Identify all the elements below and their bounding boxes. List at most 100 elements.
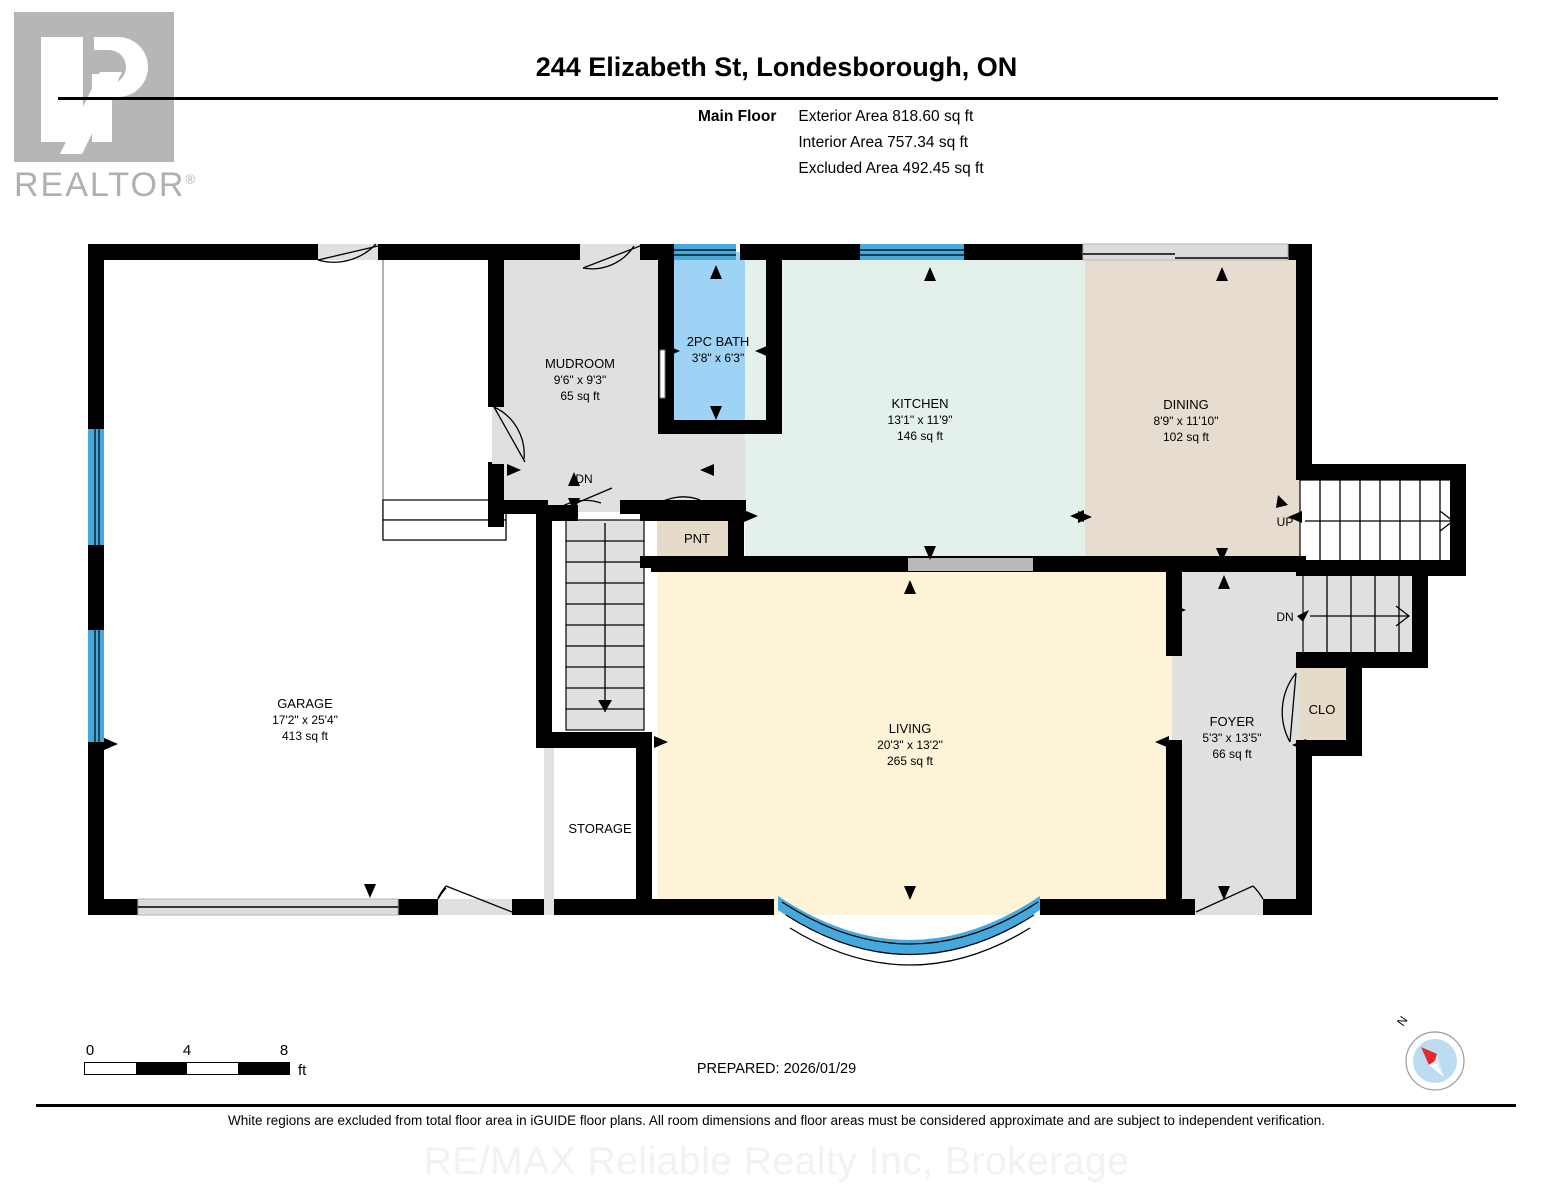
- wall-bath-right: [766, 252, 782, 432]
- scale-bar-segments: [84, 1062, 290, 1075]
- dimension-arrows: [104, 265, 1309, 900]
- page-title: 244 Elizabeth St, Londesborough, ON: [535, 52, 1018, 82]
- svg-text:102 sq ft: 102 sq ft: [1163, 430, 1210, 444]
- garage-inner-slab: [382, 251, 507, 541]
- svg-text:9'6" x 9'3": 9'6" x 9'3": [554, 373, 606, 387]
- room-label-clo: CLO: [1309, 702, 1336, 717]
- room-fill-living: [657, 567, 1172, 915]
- realtor-logo: REALTOR®: [14, 12, 209, 207]
- stairs-foyer-up: [1299, 479, 1464, 564]
- door-mudroom-top: [580, 244, 641, 270]
- window-garage-left-2: [88, 630, 104, 742]
- storage-edge-strip: [544, 748, 554, 915]
- wall-stairwell-bottom: [1296, 560, 1466, 576]
- opening-kitchen-living: [908, 558, 1033, 571]
- svg-text:5'3" x 13'5": 5'3" x 13'5": [1202, 731, 1261, 745]
- bay-window-living: [778, 896, 1040, 966]
- disclaimer-text: White regions are excluded from total fl…: [227, 1113, 1326, 1128]
- prepared-date: PREPARED: 2026/01/29: [696, 1061, 857, 1077]
- interior-area: Interior Area 757.34 sq ft: [798, 134, 969, 151]
- wall-top-seg3: [740, 244, 862, 260]
- wall-clo-bottom: [1296, 740, 1362, 756]
- wall-exterior-right-upper: [1296, 244, 1312, 472]
- svg-text:MUDROOM: MUDROOM: [545, 356, 615, 371]
- svg-text:413 sq ft: 413 sq ft: [282, 729, 329, 743]
- wall-living-right-b: [1166, 740, 1182, 915]
- svg-text:GARAGE: GARAGE: [277, 696, 333, 711]
- scale-tick-0: 0: [85, 1042, 95, 1059]
- registered-mark: ®: [185, 171, 198, 187]
- sliding-door-dining: [1082, 243, 1289, 261]
- room-label-storage: STORAGE: [568, 821, 632, 836]
- wall-bath-bottom: [658, 420, 782, 434]
- wall-stairwell-top: [1296, 464, 1466, 480]
- brokerage-watermark: RE/MAX Reliable Realty Inc, Brokerage: [423, 1140, 1130, 1183]
- svg-text:3'8" x 6'3": 3'8" x 6'3": [692, 351, 744, 365]
- wall-exterior-left-b: [88, 545, 104, 630]
- room-label-foyer: FOYER 5'3" x 13'5" 66 sq ft: [1202, 714, 1261, 761]
- stair-label-dn-mudroom: DN: [575, 472, 592, 486]
- svg-text:65 sq ft: 65 sq ft: [560, 389, 600, 403]
- wall-clo-right: [1346, 652, 1362, 756]
- window-garage-left-1: [88, 429, 104, 545]
- door-foyer-front: [1195, 885, 1264, 915]
- wall-stair-bottom: [536, 732, 652, 748]
- floor-label: Main Floor: [698, 108, 777, 125]
- door-garage-top: [317, 243, 379, 263]
- room-fill-clo: [1300, 668, 1355, 746]
- svg-text:2PC BATH: 2PC BATH: [687, 334, 750, 349]
- svg-text:LIVING: LIVING: [889, 721, 932, 736]
- window-bath-top: [674, 244, 736, 260]
- scale-unit: ft: [298, 1062, 307, 1079]
- garage-slab-step-1: [382, 499, 507, 521]
- realtor-r-mark: [14, 12, 174, 162]
- svg-text:265 sq ft: 265 sq ft: [887, 754, 934, 768]
- wall-exterior-top: [88, 244, 318, 260]
- room-label-dining: DINING 8'9" x 11'10" 102 sq ft: [1154, 397, 1219, 444]
- wall-exterior-left-c: [88, 742, 104, 915]
- garage-overhead-door: [137, 898, 399, 916]
- room-label-bath: 2PC BATH 3'8" x 6'3": [687, 334, 750, 365]
- area-summary: Main Floor Exterior Area 818.60 sq ft In…: [698, 108, 984, 186]
- door-mudroom-garage: [492, 406, 526, 464]
- realtor-wordmark: REALTOR®: [14, 166, 209, 205]
- footer-divider: [36, 1104, 1516, 1107]
- room-fill-foyer-upper: [1172, 567, 1302, 915]
- stair-label-up-foyer: UP: [1277, 515, 1294, 529]
- room-label-kitchen: KITCHEN 13'1" x 11'9" 146 sq ft: [888, 396, 953, 443]
- room-label-garage: GARAGE 17'2" x 25'4" 413 sq ft: [272, 696, 338, 743]
- door-closet: [1281, 672, 1297, 743]
- wall-exterior-left-a: [88, 244, 104, 429]
- door-pnt: [647, 496, 733, 513]
- wall-exterior-bottom-a: [88, 899, 138, 915]
- wall-exterior-right-lower: [1296, 740, 1312, 915]
- scale-tick-8: 8: [279, 1042, 289, 1059]
- floor-plan: .wall { fill:#000000; } .txt { font-fami…: [88, 243, 1466, 966]
- wall-storage-right: [636, 748, 652, 915]
- svg-text:20'3" x 13'2": 20'3" x 13'2": [877, 738, 943, 752]
- bath-door-jamb: [659, 349, 666, 399]
- room-label-living: LIVING 20'3" x 13'2" 265 sq ft: [877, 721, 943, 768]
- wall-garage-mudroom-a: [488, 252, 504, 407]
- wall-garage-stair-v: [536, 515, 552, 747]
- stair-label-dn-foyer: DN: [1276, 610, 1293, 624]
- room-fill-storage: [552, 755, 652, 915]
- room-label-mudroom: MUDROOM 9'6" x 9'3" 65 sq ft: [545, 356, 615, 403]
- window-kitchen-top: [860, 244, 964, 260]
- door-garage-bottom: [437, 885, 513, 915]
- svg-text:FOYER: FOYER: [1210, 714, 1255, 729]
- scale-bar: 0 4 8 ft: [84, 1042, 306, 1079]
- room-label-pnt: PNT: [684, 531, 710, 546]
- wall-pnt-right: [728, 505, 744, 567]
- wall-exterior-bottom-d: [1040, 899, 1195, 915]
- garage-slab-step-2: [382, 519, 507, 541]
- scale-tick-4: 4: [182, 1042, 192, 1059]
- excluded-area: Excluded Area 492.45 sq ft: [798, 160, 984, 177]
- wall-stairwell-right: [1450, 464, 1466, 572]
- stairs-foyer-down: [1302, 574, 1424, 658]
- room-fill-dining: [1085, 252, 1300, 572]
- wall-exterior-bottom-b: [398, 899, 438, 915]
- svg-text:66 sq ft: 66 sq ft: [1212, 747, 1252, 761]
- svg-text:KITCHEN: KITCHEN: [891, 396, 948, 411]
- wall-dining-foyer: [1166, 556, 1306, 572]
